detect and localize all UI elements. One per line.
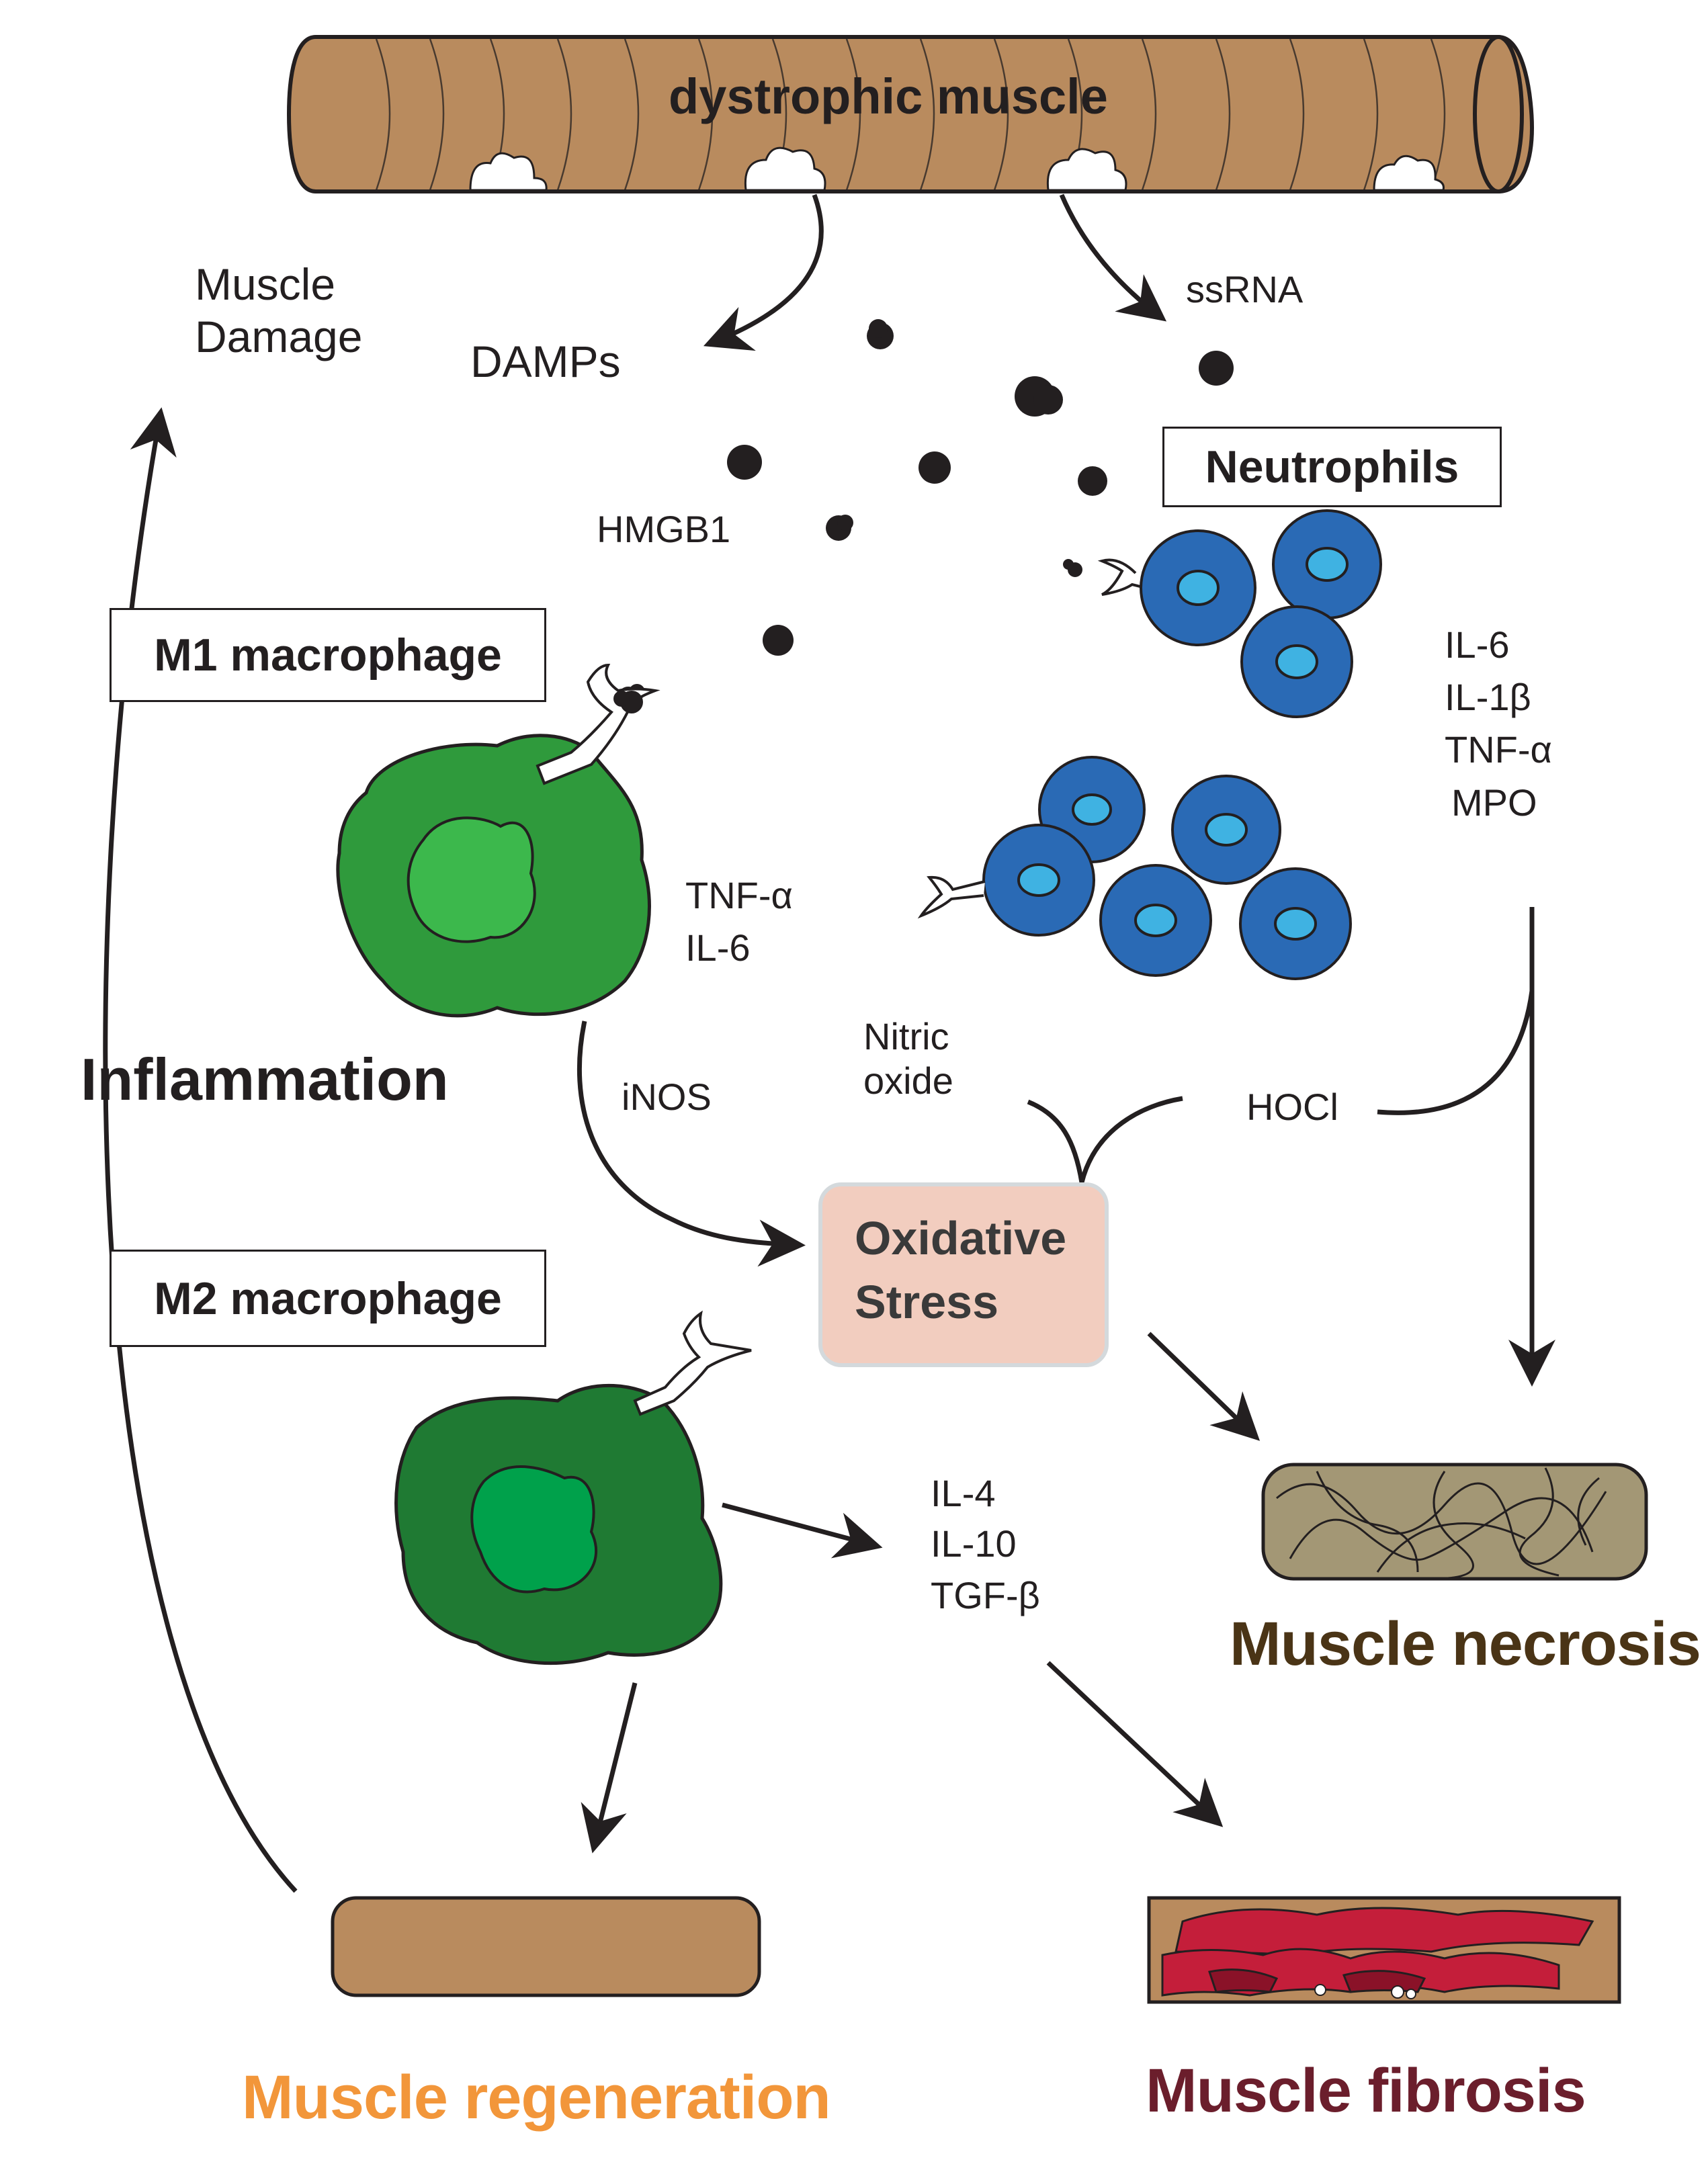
necrotic-muscle-fiber: [1261, 1463, 1648, 1581]
inos-label: iNOS: [622, 1076, 712, 1118]
neutrophil-cytokine-mpo: MPO: [1451, 781, 1537, 824]
neutrophil-receptor-icon-2: [917, 875, 986, 919]
m1-cytokine-tnfa: TNF-α: [685, 874, 793, 916]
arrow-m2-to-regeneration: [581, 1682, 638, 1854]
arrow-oxidative-to-necrosis: [1147, 1332, 1261, 1441]
muscle-fibrosis-label: Muscle fibrosis: [1146, 2056, 1586, 2125]
line-hocl-to-neutrophils: [1377, 990, 1535, 1115]
neutrophil-cytokine-il1b: IL-1β: [1445, 676, 1531, 718]
line-nitric-oxide: [1027, 1099, 1084, 1183]
m1-cytokine-il6: IL-6: [685, 926, 751, 969]
arrow-m2-to-cytokines: [722, 1502, 883, 1559]
arrow-inos-to-oxidative: [577, 1021, 806, 1267]
ssrna-label: ssRNA: [1186, 268, 1304, 310]
m1-macrophage-cell: [336, 663, 660, 1018]
damps-label: DAMPs: [470, 337, 621, 386]
fibrotic-muscle-fiber: [1147, 1896, 1621, 2004]
m2-cytokine-il10: IL-10: [931, 1522, 1017, 1565]
muscle-damage-label: Muscle Damage: [195, 259, 363, 361]
muscle-regeneration-label: Muscle regeneration: [242, 2063, 831, 2132]
neutrophil-group-bottom: [982, 756, 1352, 980]
m1-macrophage-label-box: M1 macrophage: [110, 608, 546, 702]
neutrophil-group-top: [1140, 509, 1382, 718]
oxidative-stress-box: Oxidative Stress: [818, 1182, 1109, 1367]
neutrophil-cytokine-il6: IL-6: [1445, 623, 1510, 666]
inflammation-label: Inflammation: [81, 1046, 449, 1113]
arrow-to-ssrna: [1059, 193, 1167, 322]
muscle-necrosis-label: Muscle necrosis: [1230, 1610, 1701, 1678]
arrow-to-damps: [703, 193, 824, 351]
neutrophil-cytokine-tnfa: TNF-α: [1445, 728, 1552, 771]
m2-cytokine-il4: IL-4: [931, 1472, 996, 1514]
m2-macrophage-cell: [394, 1310, 752, 1665]
dystrophic-muscle-label: dystrophic muscle: [669, 69, 1108, 124]
m2-macrophage-label-box: M2 macrophage: [110, 1250, 546, 1347]
hocl-label: HOCl: [1246, 1086, 1338, 1128]
neutrophils-label-box: Neutrophils: [1162, 427, 1502, 507]
dystrophic-muscle-fiber: [286, 35, 1535, 193]
hmgb1-label: HMGB1: [597, 508, 731, 550]
regenerated-muscle-fiber: [331, 1896, 761, 1997]
nitric-oxide-label: Nitric oxide: [863, 1015, 953, 1102]
m2-cytokine-tgfb: TGF-β: [931, 1574, 1040, 1616]
arrow-cytokines-to-fibrosis: [1046, 1661, 1224, 1827]
line-hocl-branch: [1079, 1096, 1183, 1183]
